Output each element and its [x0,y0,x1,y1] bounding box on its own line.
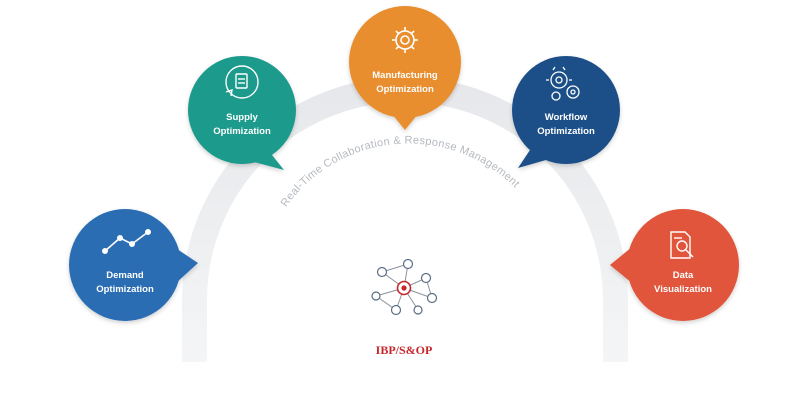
gear-icon [392,27,418,53]
data-line2: Visualization [654,284,712,295]
arc-caption: Real-Time Collaboration & Response Manag… [279,135,522,210]
workflow-line1: Workflow [545,112,588,123]
supply-line1: Supply [226,112,258,123]
network-icon [371,258,438,316]
arc-caption-text: Real-Time Collaboration & Response Manag… [279,135,522,210]
center-label: IBP/S&OP [376,343,433,357]
demand-line2: Optimization [96,284,154,295]
bubble-manufacturing [349,6,461,130]
supply-line2: Optimization [213,126,271,137]
gears-icon [546,66,580,101]
bubble-demand [69,209,198,321]
trend-line-icon [102,229,152,255]
report-magnifier-icon [670,231,694,259]
bubble-data [610,209,739,321]
workflow-line2: Optimization [537,126,595,137]
data-line1: Data [673,270,694,281]
bubble-workflow [512,56,620,168]
supply-cycle-icon [225,65,259,99]
manufacturing-line2: Optimization [376,84,434,95]
bubble-supply [188,56,296,170]
demand-line1: Demand [106,270,144,281]
manufacturing-line1: Manufacturing [372,70,438,81]
